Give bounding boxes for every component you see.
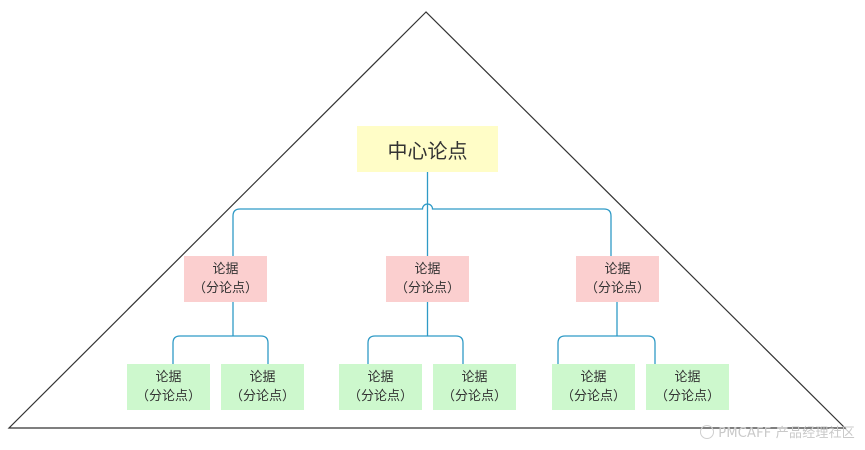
connector-central-bus [232, 203, 612, 256]
sub-argument-node-1-2: 论据 （分论点） [221, 364, 304, 410]
argument-2-line1: 论据 [414, 262, 441, 277]
sub-argument-node-1-1: 论据 （分论点） [127, 364, 210, 410]
connector-argument-3-bus [557, 335, 656, 364]
connector-argument-1-bus [172, 335, 269, 364]
watermark: PMCAFF 产品经理社区 [700, 422, 855, 441]
argument-2-line2: （分论点） [394, 281, 460, 296]
sub-argument-node-3-1: 论据 （分论点） [552, 364, 635, 410]
sub-argument-3-1-line2: （分论点） [560, 389, 626, 404]
sub-argument-3-2-line1: 论据 [674, 370, 701, 385]
argument-1-line1: 论据 [212, 262, 239, 277]
pyramid-triangle [7, 11, 847, 429]
argument-node-2: 论据 （分论点） [386, 256, 469, 302]
sub-argument-node-3-2: 论据 （分论点） [646, 364, 729, 410]
argument-node-3: 论据 （分论点） [576, 256, 659, 302]
central-thesis-label: 中心论点 [387, 138, 468, 163]
argument-node-1: 论据 （分论点） [184, 256, 267, 302]
sub-argument-3-1-line1: 论据 [580, 370, 607, 385]
sub-argument-2-1-line1: 论据 [367, 370, 394, 385]
sub-argument-2-2-line2: （分论点） [441, 389, 507, 404]
sub-argument-2-2-line1: 论据 [461, 370, 488, 385]
sub-argument-1-1-line2: （分论点） [135, 389, 201, 404]
sub-argument-node-2-1: 论据 （分论点） [339, 364, 422, 410]
connector-argument-2-bus [367, 335, 464, 364]
central-thesis-node: 中心论点 [357, 126, 498, 172]
sub-argument-1-1-line1: 论据 [155, 370, 182, 385]
sub-argument-1-2-line2: （分论点） [229, 389, 295, 404]
argument-3-line1: 论据 [604, 262, 631, 277]
watermark-text: PMCAFF 产品经理社区 [718, 426, 855, 441]
sub-argument-2-1-line2: （分论点） [347, 389, 413, 404]
speech-bubble-icon [700, 424, 715, 439]
sub-argument-3-2-line2: （分论点） [654, 389, 720, 404]
sub-argument-1-2-line1: 论据 [249, 370, 276, 385]
sub-argument-node-2-2: 论据 （分论点） [433, 364, 516, 410]
argument-3-line2: （分论点） [584, 281, 650, 296]
argument-1-line2: （分论点） [192, 281, 258, 296]
